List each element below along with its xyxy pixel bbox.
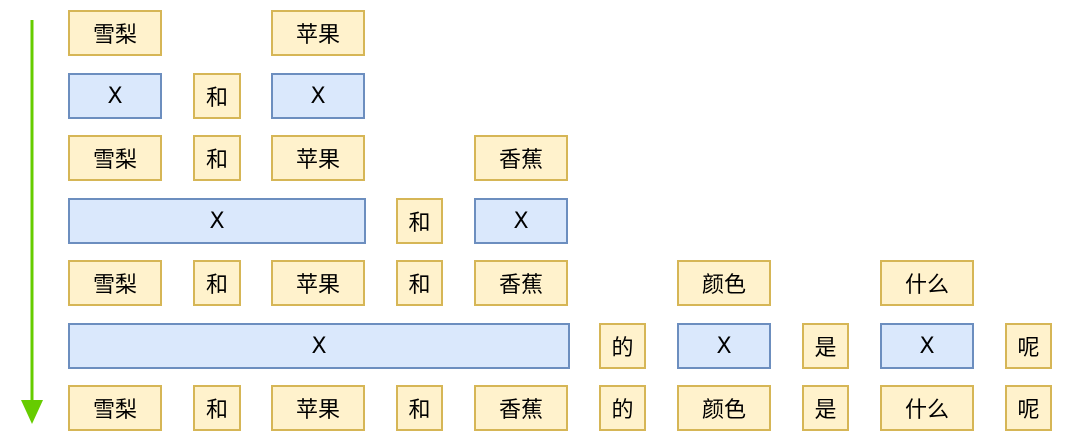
word-box: 的	[599, 385, 646, 431]
word-box: 是	[802, 385, 849, 431]
variable-box: X	[271, 73, 365, 119]
word-box: 雪梨	[68, 10, 162, 56]
word-box: 苹果	[271, 385, 365, 431]
word-box: 和	[193, 135, 241, 181]
word-box: 和	[193, 73, 241, 119]
word-box: 香蕉	[474, 385, 568, 431]
word-box: 和	[193, 260, 241, 306]
word-box: 颜色	[677, 260, 771, 306]
word-box: 呢	[1005, 323, 1052, 369]
word-box: 是	[802, 323, 849, 369]
variable-box: X	[474, 198, 568, 244]
variable-box: X	[68, 73, 162, 119]
word-box: 雪梨	[68, 385, 162, 431]
word-box: 苹果	[271, 135, 365, 181]
word-box: 呢	[1005, 385, 1052, 431]
word-box: 和	[396, 260, 443, 306]
word-box: 和	[396, 198, 443, 244]
word-box: 香蕉	[474, 260, 568, 306]
word-box: 什么	[880, 260, 974, 306]
word-box: 什么	[880, 385, 974, 431]
word-box: 雪梨	[68, 260, 162, 306]
variable-box: X	[68, 198, 366, 244]
variable-box: X	[880, 323, 974, 369]
word-box: 苹果	[271, 260, 365, 306]
word-box: 颜色	[677, 385, 771, 431]
variable-box: X	[68, 323, 570, 369]
word-box: 香蕉	[474, 135, 568, 181]
word-box: 和	[193, 385, 241, 431]
word-box: 苹果	[271, 10, 365, 56]
word-box: 雪梨	[68, 135, 162, 181]
word-box: 和	[396, 385, 443, 431]
word-box: 的	[599, 323, 646, 369]
variable-box: X	[677, 323, 771, 369]
